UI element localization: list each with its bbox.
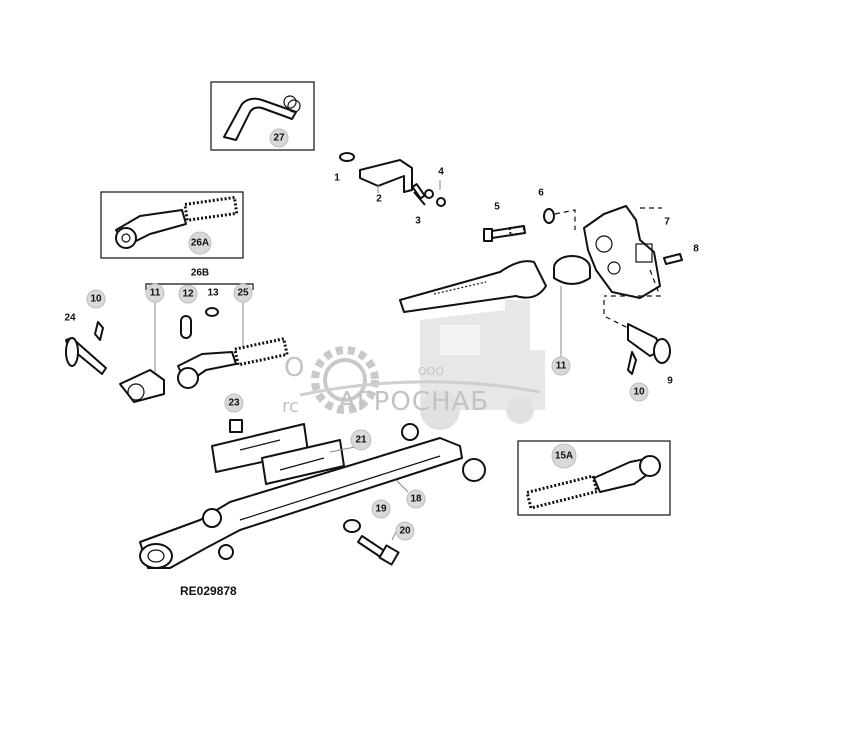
inset-box-27 xyxy=(210,81,315,151)
svg-text:11: 11 xyxy=(556,361,567,372)
callout-11-right: 11 xyxy=(551,356,571,376)
lower-link xyxy=(139,437,486,569)
callout-25: 25 xyxy=(233,283,253,303)
callout-5: 5 xyxy=(491,201,503,213)
watermark-prefix: ООО xyxy=(418,365,444,378)
watermark-fragment-a: О xyxy=(284,353,305,383)
callout-11-left: 11 xyxy=(145,283,165,303)
svg-text:26A: 26A xyxy=(191,238,209,249)
pin-24-assembly xyxy=(65,321,107,375)
svg-text:12: 12 xyxy=(182,289,194,300)
svg-text:8: 8 xyxy=(693,244,699,255)
callout-13: 13 xyxy=(207,287,219,299)
gear-logo-icon xyxy=(311,346,379,414)
callout-19: 19 xyxy=(371,499,391,519)
callout-10-right: 10 xyxy=(629,382,649,402)
svg-text:20: 20 xyxy=(399,526,411,537)
callout-15A: 15A xyxy=(551,443,577,469)
callout-6: 6 xyxy=(535,187,547,199)
svg-text:24: 24 xyxy=(64,313,76,324)
right-bracket-assembly xyxy=(483,205,683,375)
svg-text:5: 5 xyxy=(494,202,500,213)
svg-text:27: 27 xyxy=(273,133,285,144)
callout-20: 20 xyxy=(395,521,415,541)
svg-text:6: 6 xyxy=(538,188,544,199)
svg-text:9: 9 xyxy=(667,376,673,387)
watermark-brand: АГРОСНАБ xyxy=(338,387,489,417)
callout-24: 24 xyxy=(64,312,76,324)
inset-box-26A xyxy=(100,191,244,259)
callout-8: 8 xyxy=(690,243,702,255)
svg-text:23: 23 xyxy=(228,398,240,409)
callout-18: 18 xyxy=(406,489,426,509)
svg-text:4: 4 xyxy=(438,167,444,178)
inset-box-15A xyxy=(517,440,671,516)
svg-text:13: 13 xyxy=(207,288,219,299)
callout-21: 21 xyxy=(350,429,372,451)
svg-text:3: 3 xyxy=(415,216,421,227)
callout-7: 7 xyxy=(661,216,673,228)
callout-4: 4 xyxy=(435,166,447,178)
callout-23: 23 xyxy=(224,393,244,413)
bracket-assembly xyxy=(339,152,446,207)
callout-3: 3 xyxy=(412,215,424,227)
svg-text:2: 2 xyxy=(376,194,382,205)
svg-text:18: 18 xyxy=(410,494,422,505)
agrosnab-watermark: ООО АГРОСНАБ О rc xyxy=(282,300,545,430)
svg-text:19: 19 xyxy=(375,504,387,515)
callout-9: 9 xyxy=(664,375,676,387)
reference-code: RE029878 xyxy=(180,584,237,598)
callout-26B: 26B xyxy=(191,264,209,282)
upper-link xyxy=(399,255,591,313)
callout-2: 2 xyxy=(373,193,385,205)
callout-10-left: 10 xyxy=(86,289,106,309)
svg-text:21: 21 xyxy=(355,435,367,446)
svg-text:10: 10 xyxy=(90,294,102,305)
stabilizer-plates xyxy=(211,419,419,485)
callout-1: 1 xyxy=(331,172,343,184)
svg-text:1: 1 xyxy=(334,173,340,184)
group-26B xyxy=(119,283,289,403)
svg-text:15A: 15A xyxy=(555,451,573,462)
svg-text:25: 25 xyxy=(237,288,249,299)
combine-silhouette-icon xyxy=(420,300,545,430)
svg-text:26B: 26B xyxy=(191,268,209,279)
watermark-fragment-b: rc xyxy=(282,396,299,417)
svg-text:11: 11 xyxy=(150,288,161,299)
callout-12: 12 xyxy=(178,284,198,304)
svg-text:10: 10 xyxy=(633,387,645,398)
svg-text:7: 7 xyxy=(664,217,670,228)
callout-27: 27 xyxy=(269,128,289,148)
callout-26A: 26A xyxy=(188,231,212,255)
